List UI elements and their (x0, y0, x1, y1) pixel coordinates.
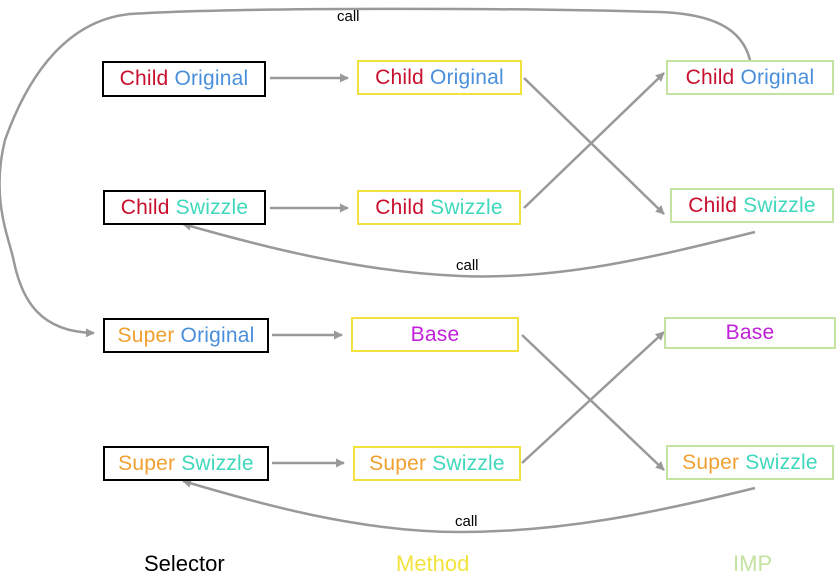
selector-super-original: Super Original (103, 318, 269, 353)
word-super: Super (369, 451, 427, 475)
method-super-swizzle: Super Swizzle (353, 446, 521, 481)
arrow-method-super-swizzle-to-imp-base (521, 331, 665, 464)
imp-super-swizzle: Super Swizzle (666, 445, 834, 480)
selector-child-swizzle: Child Swizzle (103, 190, 266, 225)
call-label-bottom: call (455, 513, 478, 530)
word-swizzle: Swizzle (430, 195, 503, 219)
call-label-middle: call (456, 257, 479, 274)
word-swizzle: Swizzle (745, 450, 818, 474)
call-curve-bottom (182, 479, 756, 534)
word-super: Super (117, 323, 175, 347)
method-base: Base (351, 317, 519, 352)
selector-super-swizzle: Super Swizzle (103, 446, 269, 481)
selector-child-original: Child Original (102, 61, 266, 97)
call-curve-top (0, 7, 752, 338)
call-label-top: call (337, 8, 360, 25)
word-original: Original (740, 65, 815, 89)
word-super: Super (118, 451, 176, 475)
imp-child-original: Child Original (666, 60, 834, 95)
arrow-method-base-to-imp-super-swizzle (521, 334, 665, 471)
word-child: Child (375, 65, 424, 89)
word-child: Child (120, 195, 170, 219)
word-swizzle: Swizzle (432, 451, 505, 475)
method-child-original: Child Original (357, 60, 522, 95)
word-child: Child (688, 193, 738, 217)
call-curve-middle (182, 221, 756, 278)
word-swizzle: Swizzle (743, 193, 816, 217)
word-base: Base (410, 322, 460, 346)
column-label-selector: Selector (144, 551, 225, 576)
method-child-swizzle: Child Swizzle (357, 190, 521, 225)
word-original: Original (174, 67, 249, 90)
word-child: Child (685, 65, 735, 89)
column-label-method: Method (396, 551, 470, 576)
imp-base: Base (664, 317, 836, 349)
imp-child-swizzle: Child Swizzle (670, 188, 834, 223)
word-child: Child (119, 67, 169, 90)
word-super: Super (682, 450, 740, 474)
word-child: Child (375, 195, 425, 219)
word-swizzle: Swizzle (175, 195, 249, 219)
word-original: Original (180, 323, 255, 347)
column-label-imp: IMP (733, 551, 773, 576)
word-base: Base (725, 321, 775, 344)
word-original: Original (429, 65, 504, 89)
arrow-method-child-original-to-imp-child-swizzle (523, 77, 665, 215)
arrow-method-child-swizzle-to-imp-child-original (523, 72, 665, 209)
word-swizzle: Swizzle (181, 451, 254, 475)
